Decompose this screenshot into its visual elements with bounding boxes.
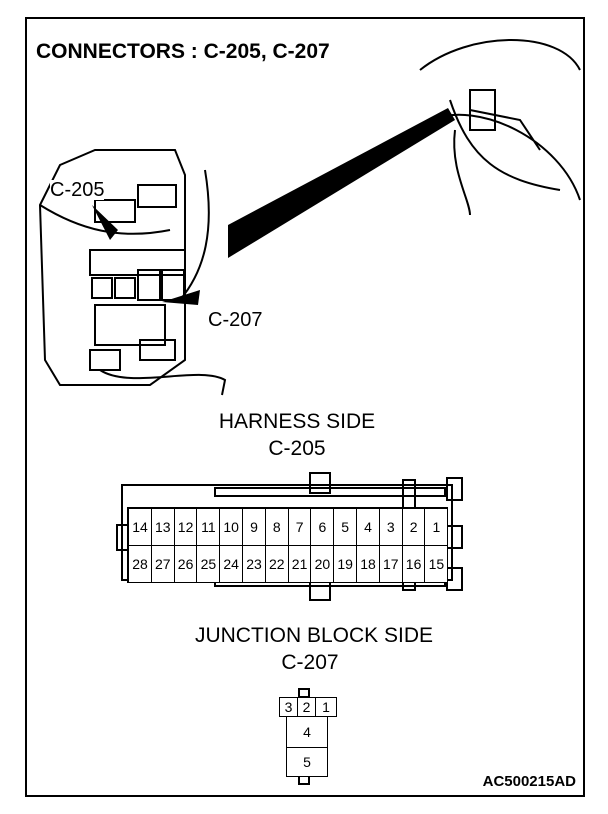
- callout-c207: C-207: [208, 309, 263, 331]
- harness-side-label: HARNESS SIDE: [218, 410, 376, 433]
- junction-side-label: JUNCTION BLOCK SIDE: [194, 624, 434, 647]
- diagram-frame: [25, 17, 585, 797]
- pin-1: 1: [424, 508, 449, 546]
- pin-4: 4: [356, 508, 380, 546]
- pin-1: 1: [315, 697, 337, 717]
- pin-15: 15: [424, 545, 449, 583]
- pin-5: 5: [333, 508, 358, 546]
- pin-27: 27: [150, 545, 175, 583]
- junction-connector-name: C-207: [281, 651, 339, 674]
- pin-14: 14: [128, 508, 152, 546]
- pin-12: 12: [173, 508, 198, 546]
- pin-28: 28: [128, 545, 152, 583]
- pin-2: 2: [297, 697, 316, 717]
- pin-24: 24: [219, 545, 244, 583]
- pin-5: 5: [286, 747, 328, 777]
- pin-18: 18: [356, 545, 380, 583]
- pin-17: 17: [378, 545, 403, 583]
- pin-16: 16: [401, 545, 426, 583]
- pin-3: 3: [279, 697, 298, 717]
- pin-11: 11: [196, 508, 221, 546]
- pin-8: 8: [264, 508, 289, 546]
- pin-21: 21: [287, 545, 312, 583]
- pin-19: 19: [333, 545, 358, 583]
- figure-code: AC500215AD: [482, 773, 576, 790]
- pin-10: 10: [219, 508, 244, 546]
- pin-2: 2: [401, 508, 426, 546]
- pin-3: 3: [378, 508, 403, 546]
- pin-26: 26: [173, 545, 198, 583]
- pin-23: 23: [242, 545, 266, 583]
- pin-13: 13: [150, 508, 175, 546]
- pin-7: 7: [287, 508, 312, 546]
- pin-25: 25: [196, 545, 221, 583]
- callout-c205: C-205: [50, 179, 105, 201]
- pin-22: 22: [264, 545, 289, 583]
- pin-20: 20: [310, 545, 335, 583]
- harness-connector-name: C-205: [268, 437, 326, 460]
- page-title: CONNECTORS : C-205, C-207: [36, 40, 330, 63]
- pin-6: 6: [310, 508, 335, 546]
- pin-9: 9: [242, 508, 266, 546]
- pin-4: 4: [286, 716, 328, 748]
